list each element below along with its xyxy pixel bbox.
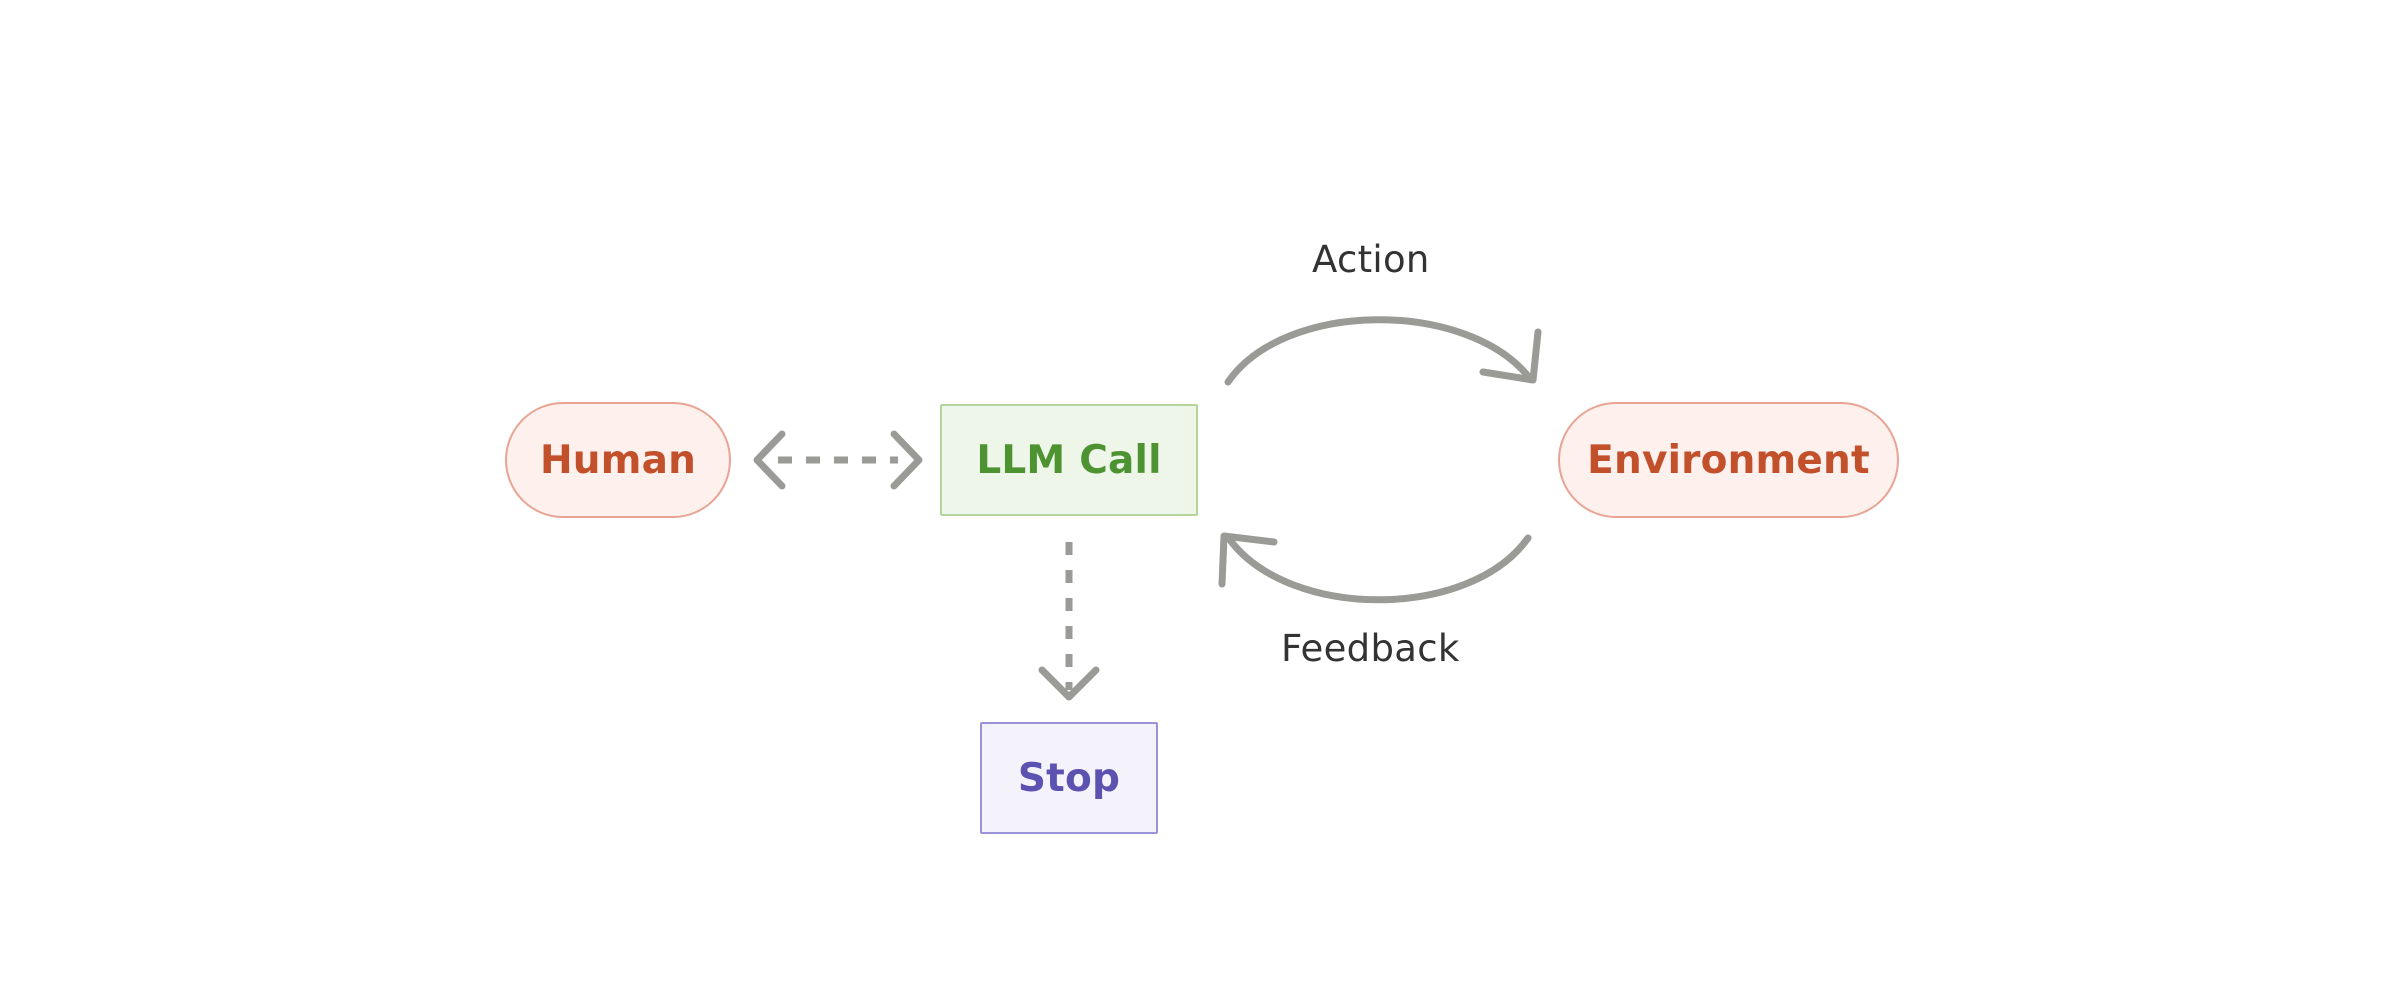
edge-action-curve [1224,316,1532,386]
node-stop[interactable]: Stop [980,722,1158,834]
edge-human-llm-call [753,430,923,490]
edge-human-llm-call-arrowhead-right [890,430,923,490]
edge-action-arrowhead [1479,328,1542,384]
edge-action [1224,316,1542,386]
node-llm-call-label: LLM Call [976,437,1162,483]
edge-llm-call-stop-arrowhead [1038,666,1100,701]
node-environment-label: Environment [1587,437,1870,483]
edge-feedback [1218,532,1532,604]
edge-label-action: Action [1312,238,1430,281]
edge-feedback-arrowhead [1218,532,1278,588]
node-human-label: Human [539,437,697,483]
edge-feedback-curve [1226,534,1532,604]
edge-human-llm-call-arrowhead-left [753,430,786,490]
node-stop-label: Stop [1017,755,1121,801]
edge-label-feedback: Feedback [1281,627,1460,670]
edge-llm-call-stop [1038,542,1100,701]
node-llm-call[interactable]: LLM Call [940,404,1198,516]
node-environment[interactable]: Environment [1558,402,1899,518]
node-human[interactable]: Human [505,402,731,518]
